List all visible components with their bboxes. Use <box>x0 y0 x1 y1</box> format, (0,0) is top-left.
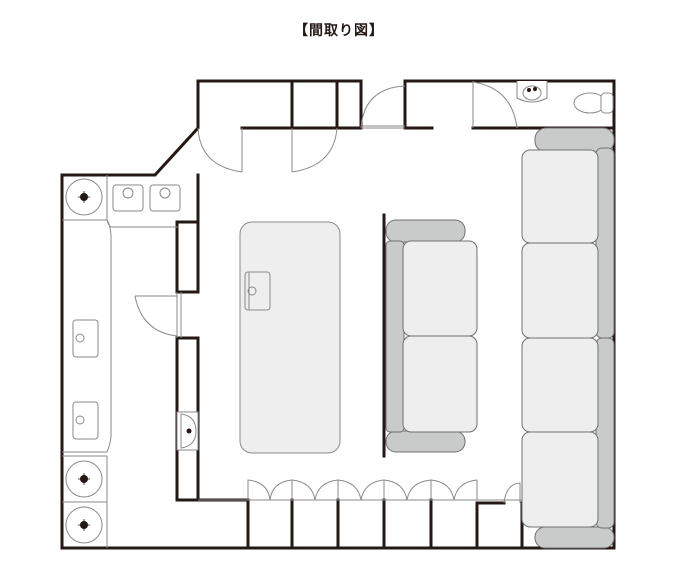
door-entrance <box>360 85 406 129</box>
walls <box>60 79 616 550</box>
hand-sink <box>516 81 548 103</box>
door-kitchen <box>134 292 182 338</box>
sofa-small <box>385 219 478 453</box>
stove-burner-icon <box>65 178 103 216</box>
sink <box>72 401 99 440</box>
floor-plan-title: 【間取り図】 <box>294 23 384 39</box>
door-closet-2 <box>291 127 338 173</box>
door-toilet <box>472 81 518 129</box>
sink <box>72 319 99 358</box>
kitchen-island <box>239 221 341 454</box>
kitchen-counter <box>62 175 199 548</box>
sink <box>112 184 144 212</box>
sofa-large <box>521 127 615 549</box>
stove-burner-icon <box>65 460 103 498</box>
closet-doors <box>198 479 522 504</box>
stove-burner-icon <box>65 506 103 544</box>
toilet-room <box>516 81 614 114</box>
door-closet-1 <box>197 127 243 173</box>
doors[interactable] <box>134 81 522 504</box>
sink <box>149 184 181 212</box>
